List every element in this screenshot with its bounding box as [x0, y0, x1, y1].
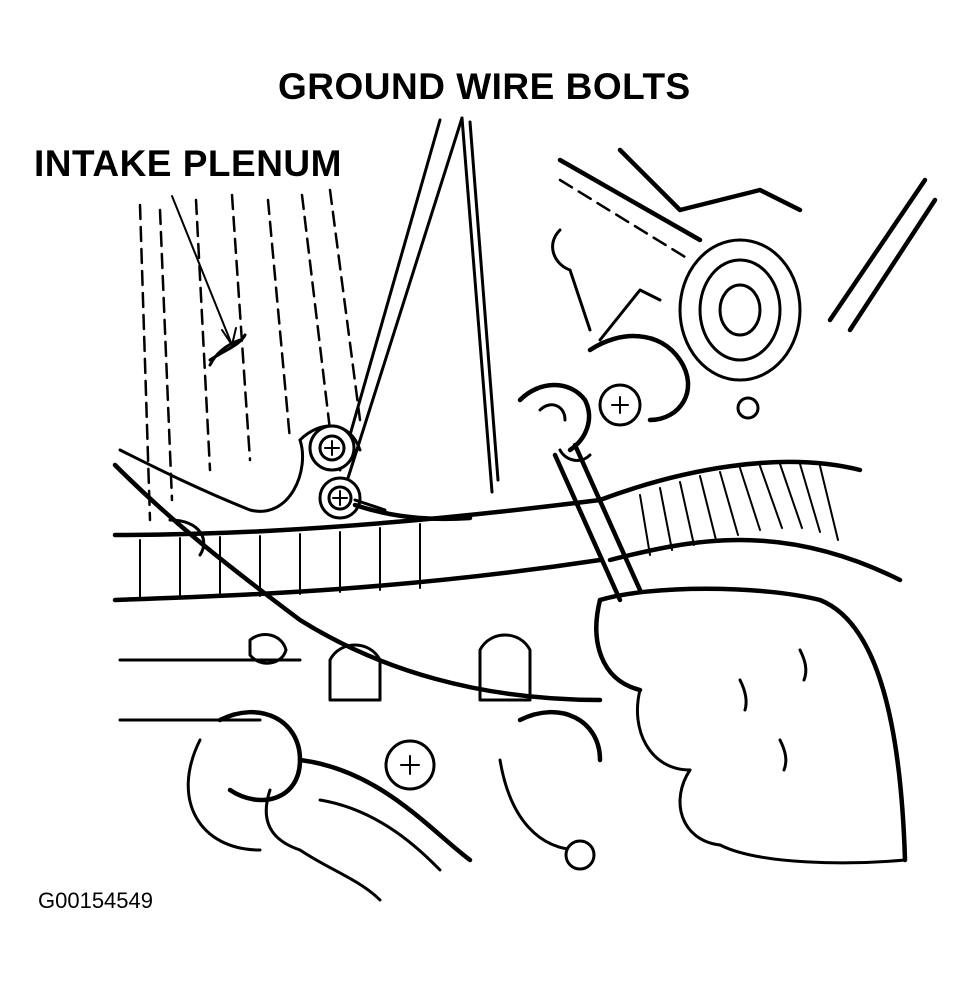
callout-intake-plenum: INTAKE PLENUM [34, 143, 342, 184]
ground-wire-bolt-upper [308, 424, 356, 472]
ground-wire-bolt-lower [318, 476, 362, 520]
lower-engine-parts [118, 633, 603, 902]
corrugated-hose [597, 459, 903, 583]
wire-harness [112, 462, 603, 703]
wrench-drawing [517, 382, 643, 603]
ground-wire-leader-lines [338, 116, 500, 494]
callout-ground-wire-bolts: GROUND WIRE BOLTS [278, 66, 691, 107]
throttle-component [551, 147, 938, 427]
hand-drawing [594, 586, 908, 865]
figure-id: G00154549 [38, 888, 153, 913]
intake-plenum-drawing [118, 188, 362, 522]
